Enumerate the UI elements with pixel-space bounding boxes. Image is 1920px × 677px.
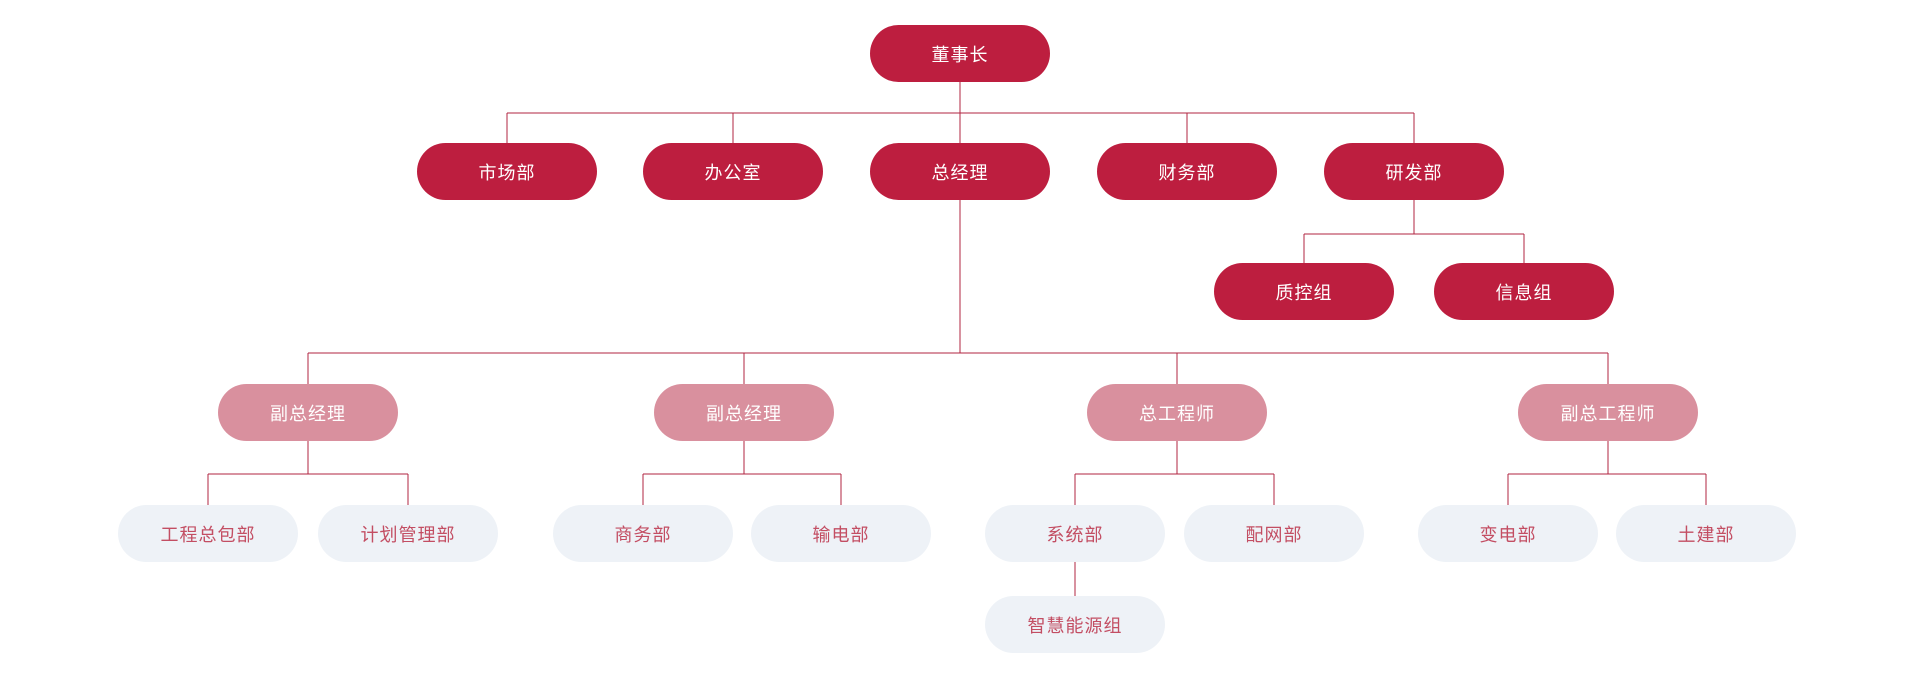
org-node-deputy-gm-2[interactable]: 副总经理 bbox=[654, 384, 834, 441]
org-node-distribution[interactable]: 配网部 bbox=[1184, 505, 1364, 562]
org-node-epc[interactable]: 工程总包部 bbox=[118, 505, 298, 562]
org-node-smart-energy[interactable]: 智慧能源组 bbox=[985, 596, 1165, 653]
org-node-planning[interactable]: 计划管理部 bbox=[318, 505, 498, 562]
org-node-system[interactable]: 系统部 bbox=[985, 505, 1165, 562]
org-node-office[interactable]: 办公室 bbox=[643, 143, 823, 200]
org-node-information[interactable]: 信息组 bbox=[1434, 263, 1614, 320]
org-node-rnd[interactable]: 研发部 bbox=[1324, 143, 1504, 200]
org-node-transmission[interactable]: 输电部 bbox=[751, 505, 931, 562]
org-node-civil[interactable]: 土建部 bbox=[1616, 505, 1796, 562]
org-node-substation[interactable]: 变电部 bbox=[1418, 505, 1598, 562]
org-node-chief-engineer[interactable]: 总工程师 bbox=[1087, 384, 1267, 441]
org-node-general-manager[interactable]: 总经理 bbox=[870, 143, 1050, 200]
org-node-chairman[interactable]: 董事长 bbox=[870, 25, 1050, 82]
org-node-marketing[interactable]: 市场部 bbox=[417, 143, 597, 200]
org-node-quality-control[interactable]: 质控组 bbox=[1214, 263, 1394, 320]
org-node-deputy-chief-engineer[interactable]: 副总工程师 bbox=[1518, 384, 1698, 441]
org-node-deputy-gm-1[interactable]: 副总经理 bbox=[218, 384, 398, 441]
org-node-finance[interactable]: 财务部 bbox=[1097, 143, 1277, 200]
org-node-commerce[interactable]: 商务部 bbox=[553, 505, 733, 562]
